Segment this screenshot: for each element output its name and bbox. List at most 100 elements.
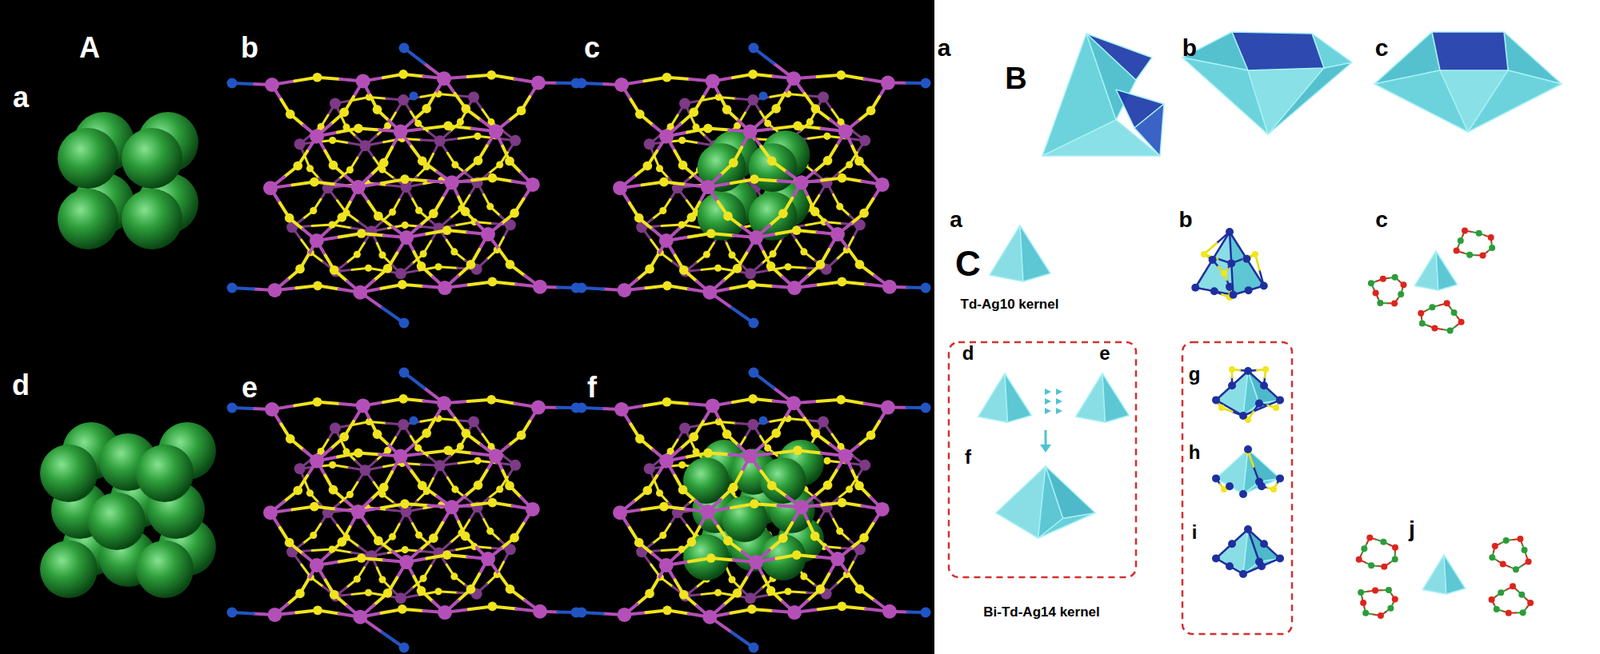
- sulfur-atom: [461, 104, 472, 114]
- ligand-atom: [1392, 274, 1399, 281]
- silver-atom: [309, 558, 324, 573]
- ligand-atom: [1458, 319, 1465, 326]
- sulfur-atom: [792, 550, 802, 560]
- sulfur-atom: [443, 446, 453, 456]
- sulfur-atom: [747, 604, 757, 615]
- sulfur-atom: [309, 502, 320, 512]
- ligand-atom: [1480, 252, 1487, 260]
- sulfur-atom: [644, 589, 655, 600]
- terminal-atom: [576, 608, 588, 619]
- terminal-atom: [227, 78, 238, 89]
- sulfur-atom: [659, 177, 669, 188]
- silver-atom: [309, 453, 324, 468]
- sulfur-atom: [656, 164, 664, 172]
- bond: [889, 285, 908, 290]
- sulfur-atom: [836, 528, 844, 536]
- ligand-atom: [1516, 536, 1524, 543]
- sulfur-atom: [749, 174, 760, 184]
- sulfur-atom: [836, 395, 846, 405]
- sulfur-atom: [346, 491, 354, 499]
- sulfur-atom: [414, 120, 422, 128]
- sulfur-atom: [836, 203, 844, 211]
- sulfur-atom: [642, 486, 652, 496]
- sulfur-atom: [461, 428, 472, 439]
- terminal-atom: [399, 643, 410, 654]
- sulfur-atom: [747, 280, 757, 290]
- sulfur-atom: [346, 166, 354, 174]
- silver-atom: [875, 502, 890, 517]
- ligand-atom: [1488, 596, 1496, 604]
- sulfur-atom: [488, 602, 498, 612]
- polyhedron-face: [996, 466, 1046, 539]
- sulfur-atom: [496, 160, 504, 168]
- polyhedron-face: [1232, 32, 1324, 71]
- sulfur-atom: [415, 207, 423, 215]
- sulfur-atom: [417, 481, 428, 492]
- sulfur-atom: [635, 109, 645, 120]
- sulfur-atom: [728, 483, 739, 493]
- sulfur-atom: [811, 104, 821, 114]
- sulfur-atom: [816, 584, 826, 595]
- sulfur-atom: [356, 228, 367, 239]
- terminal-atom: [227, 403, 238, 414]
- silver-atom: [1210, 287, 1219, 296]
- silver-atom: [329, 422, 341, 434]
- silver-atom: [659, 558, 674, 573]
- sulfur-atom: [309, 207, 317, 215]
- sulfur-atom: [505, 584, 516, 595]
- polyhedron-face: [1004, 373, 1032, 423]
- bond: [1195, 232, 1230, 288]
- sulfur-atom: [678, 461, 686, 469]
- panel-c-art: [948, 225, 1534, 635]
- sulfur-atom: [837, 498, 848, 508]
- sulfur-atom: [466, 260, 476, 270]
- bond: [360, 292, 382, 308]
- bond: [603, 613, 625, 615]
- ligand-atom: [1431, 325, 1438, 332]
- sulfur-atom: [420, 250, 428, 258]
- sulfur-atom: [748, 69, 758, 80]
- sulfur-atom: [823, 457, 831, 465]
- sulfur-atom: [292, 161, 303, 172]
- sulfur-atom: [388, 208, 396, 216]
- sulfur-atom: [329, 265, 340, 276]
- silver-atom: [525, 177, 540, 192]
- silver-atom: [468, 92, 480, 104]
- silver-atom: [488, 448, 504, 464]
- silver-atom: [393, 124, 408, 140]
- bond: [888, 81, 908, 85]
- merge-arrow: [1056, 398, 1063, 405]
- silver-atom: [1260, 282, 1268, 291]
- terminal-atom: [227, 283, 238, 294]
- sulfur-atom: [421, 428, 432, 439]
- sulfur-atom: [509, 208, 520, 219]
- ligand-atom: [1453, 248, 1460, 255]
- silver-atom: [351, 180, 366, 195]
- bond: [601, 84, 622, 85]
- sulfur-atom: [328, 160, 339, 171]
- silver-atom: [700, 504, 716, 520]
- ligand-atom: [1391, 300, 1398, 307]
- ligand-atom: [1372, 587, 1379, 594]
- silver-atom: [794, 175, 809, 190]
- terminal-atom: [920, 78, 932, 89]
- sulfur-atom: [662, 280, 672, 291]
- sulfur-atom: [703, 448, 713, 459]
- silver-atom: [838, 124, 853, 139]
- sulfur-atom: [486, 70, 496, 80]
- sulfur-atom: [312, 72, 323, 83]
- ligand-atom: [1503, 537, 1510, 544]
- sulfur-atom: [722, 104, 732, 115]
- sulfur-atom: [764, 120, 772, 128]
- ligand-atom: [1368, 562, 1375, 569]
- sulfur-atom: [644, 264, 655, 275]
- silver-atom: [525, 502, 540, 517]
- silver-atom: [1225, 228, 1234, 236]
- sulfur-atom: [442, 225, 452, 236]
- silver-atom: [859, 135, 871, 147]
- sulfur-atom: [337, 212, 348, 223]
- sulfur-atom: [400, 499, 410, 509]
- sulfur-atom: [488, 277, 498, 288]
- sulfur-atom: [488, 173, 498, 184]
- sulfur-atom: [767, 156, 777, 167]
